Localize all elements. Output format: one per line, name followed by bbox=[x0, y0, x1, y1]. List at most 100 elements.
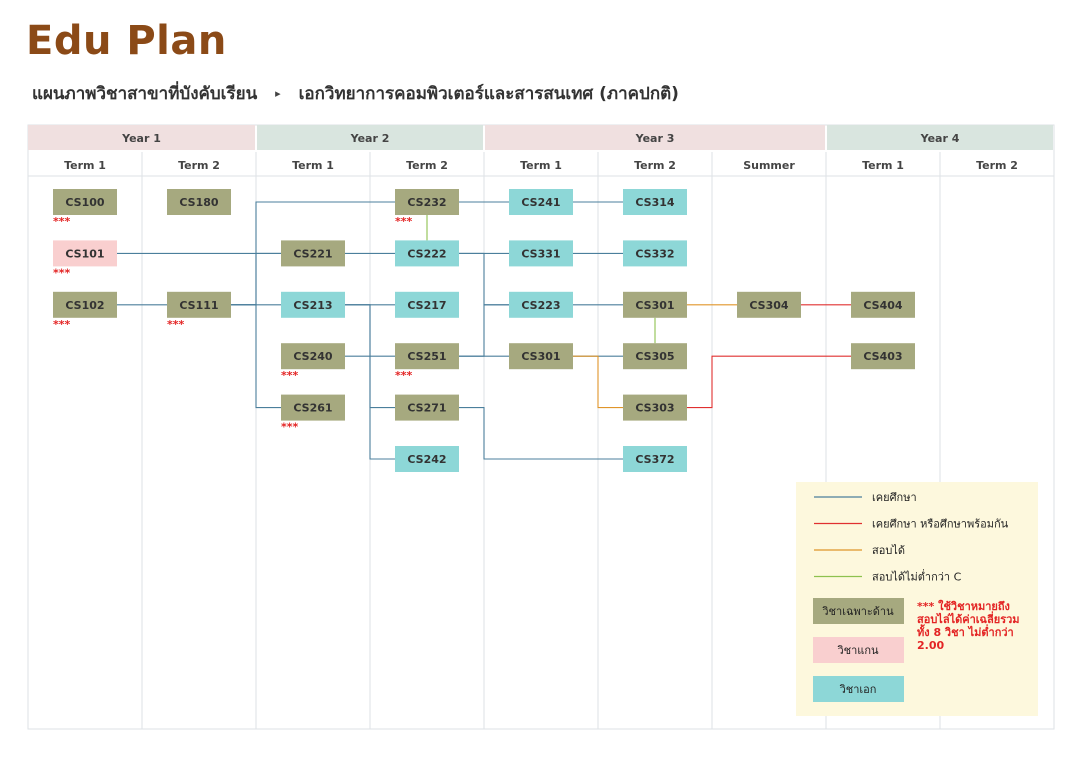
course-box[interactable] bbox=[395, 446, 459, 472]
year-header-label: Year 2 bbox=[350, 132, 390, 145]
course-code: CS223 bbox=[521, 299, 560, 312]
course-box[interactable] bbox=[281, 240, 345, 267]
asterisk-marker: *** bbox=[281, 369, 299, 382]
legend-label-concurrent: เคยศึกษา หรือศึกษาพร้อมกัน bbox=[872, 518, 1009, 531]
course-cs223[interactable]: CS223 bbox=[509, 291, 573, 318]
course-box[interactable] bbox=[509, 343, 573, 370]
legend-type-label-major: วิชาเอก bbox=[839, 683, 877, 696]
course-cs240[interactable]: CS240*** bbox=[281, 343, 345, 382]
course-cs251[interactable]: CS251*** bbox=[395, 343, 459, 382]
legend-type-swatch-core bbox=[813, 637, 904, 663]
course-box[interactable] bbox=[509, 240, 573, 267]
breadcrumb-category[interactable]: แผนภาพวิชาสาขาที่บังคับเรียน bbox=[32, 84, 258, 104]
course-box[interactable] bbox=[53, 189, 117, 215]
course-box[interactable] bbox=[851, 291, 915, 318]
year-header-label: Year 1 bbox=[121, 132, 161, 145]
course-cs301[interactable]: CS301 bbox=[509, 343, 573, 370]
course-box[interactable] bbox=[53, 240, 117, 267]
course-box[interactable] bbox=[395, 291, 459, 318]
course-cs100[interactable]: CS100*** bbox=[53, 189, 117, 228]
course-box[interactable] bbox=[395, 394, 459, 421]
course-cs404[interactable]: CS404 bbox=[851, 291, 915, 318]
prerequisite-link-studied bbox=[231, 201, 509, 306]
breadcrumb-program: เอกวิทยาการคอมพิวเตอร์และสารสนเทศ (ภาคปก… bbox=[298, 84, 679, 104]
course-box[interactable] bbox=[623, 240, 687, 267]
prerequisite-link-studied bbox=[345, 355, 395, 460]
course-cs403[interactable]: CS403 bbox=[851, 343, 915, 370]
term-header-label: Term 2 bbox=[406, 159, 448, 172]
course-cs180[interactable]: CS180 bbox=[167, 189, 231, 215]
course-code: CS213 bbox=[293, 299, 332, 312]
course-code: CS314 bbox=[635, 196, 675, 209]
term-header-label: Term 2 bbox=[178, 159, 220, 172]
course-box[interactable] bbox=[53, 291, 117, 318]
course-code: CS404 bbox=[863, 299, 903, 312]
course-cs331[interactable]: CS331 bbox=[509, 240, 573, 267]
course-cs372[interactable]: CS372 bbox=[623, 446, 687, 472]
course-cs102[interactable]: CS102 *** bbox=[53, 291, 117, 331]
asterisk-marker: *** bbox=[281, 421, 299, 434]
course-cs213[interactable]: CS213 bbox=[281, 291, 345, 318]
course-box[interactable] bbox=[281, 291, 345, 318]
course-box[interactable] bbox=[167, 291, 231, 318]
course-box[interactable] bbox=[281, 343, 345, 370]
course-cs221[interactable]: CS221 bbox=[281, 240, 345, 267]
course-box[interactable] bbox=[623, 291, 687, 318]
legend-type-swatch-major bbox=[813, 676, 904, 702]
course-box[interactable] bbox=[623, 394, 687, 421]
legend-note-line: *** ใช้วิชาหมายถึง bbox=[917, 599, 1010, 613]
course-box[interactable] bbox=[737, 291, 801, 318]
course-cs314[interactable]: CS314 bbox=[623, 189, 687, 215]
course-cs305[interactable]: CS305 bbox=[623, 343, 687, 370]
course-code: CS261 bbox=[293, 402, 332, 415]
course-box[interactable] bbox=[167, 189, 231, 215]
breadcrumb: แผนภาพวิชาสาขาที่บังคับเรียน ▸ เอกวิทยาก… bbox=[32, 80, 679, 107]
course-cs232[interactable]: CS232*** bbox=[395, 189, 459, 228]
course-cs271[interactable]: CS271 bbox=[395, 394, 459, 421]
course-cs301[interactable]: CS301 bbox=[623, 291, 687, 318]
asterisk-marker: *** bbox=[53, 318, 71, 331]
term-header-label: Term 2 bbox=[634, 159, 676, 172]
course-box[interactable] bbox=[395, 343, 459, 370]
year-header-label: Year 3 bbox=[635, 132, 675, 145]
asterisk-marker: *** bbox=[53, 266, 71, 279]
course-box[interactable] bbox=[509, 291, 573, 318]
course-box[interactable] bbox=[509, 189, 573, 215]
course-box[interactable] bbox=[851, 343, 915, 370]
course-box[interactable] bbox=[395, 240, 459, 267]
legend-type-label-specialized: วิชาเฉพาะด้าน bbox=[822, 605, 895, 618]
year-header-bg bbox=[257, 125, 483, 150]
course-code: CS232 bbox=[407, 196, 446, 209]
year-header-bg bbox=[28, 125, 255, 150]
legend-type-swatch-specialized bbox=[813, 598, 904, 624]
course-cs261[interactable]: CS261 *** bbox=[281, 394, 345, 434]
course-cs304[interactable]: CS304 bbox=[737, 291, 801, 318]
course-box[interactable] bbox=[281, 394, 345, 421]
course-cs303[interactable]: CS303 bbox=[623, 394, 687, 421]
prerequisite-link-studied bbox=[459, 407, 623, 460]
prerequisite-links bbox=[117, 201, 851, 460]
course-code: CS303 bbox=[635, 402, 674, 415]
course-code: CS221 bbox=[293, 247, 332, 260]
course-cs332[interactable]: CS332 bbox=[623, 240, 687, 267]
course-cs241[interactable]: CS241 bbox=[509, 189, 573, 215]
course-code: CS305 bbox=[635, 350, 674, 363]
course-cs101[interactable]: CS101 *** bbox=[53, 240, 117, 279]
course-code: CS241 bbox=[521, 196, 560, 209]
term-header-label: Term 1 bbox=[520, 159, 562, 172]
course-code: CS102 bbox=[65, 299, 104, 312]
course-box[interactable] bbox=[623, 446, 687, 472]
course-cs222[interactable]: CS222 bbox=[395, 240, 459, 267]
course-box[interactable] bbox=[395, 189, 459, 215]
course-cs217[interactable]: CS217 bbox=[395, 291, 459, 318]
course-code: CS217 bbox=[407, 299, 446, 312]
course-box[interactable] bbox=[623, 343, 687, 370]
course-cs111[interactable]: CS111*** bbox=[167, 291, 231, 331]
course-cs242[interactable]: CS242 bbox=[395, 446, 459, 472]
term-header-label: Term 1 bbox=[862, 159, 904, 172]
course-code: CS101 bbox=[65, 247, 104, 260]
course-box[interactable] bbox=[623, 189, 687, 215]
year-header-bg bbox=[827, 125, 1053, 150]
